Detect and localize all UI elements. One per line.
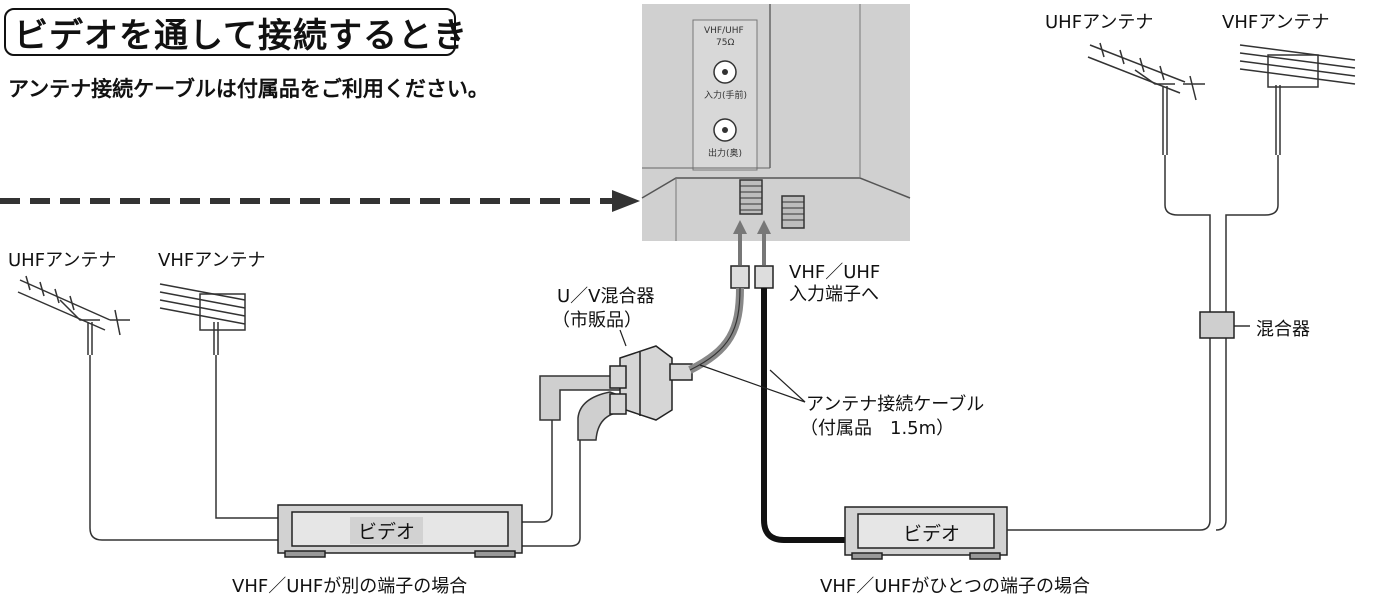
right-uhf-label: UHFアンテナ (1045, 12, 1154, 33)
right-wiring (1007, 155, 1279, 531)
dashed-arrow (0, 190, 640, 212)
left-vhf-label: VHFアンテナ (158, 250, 266, 271)
gray-cable (688, 287, 744, 374)
right-vcr-label: ビデオ (895, 519, 969, 546)
mixer-label-1: U／V混合器 (557, 286, 655, 307)
cable-plugs (730, 265, 774, 289)
cable-label-1: アンテナ接続ケーブル (806, 394, 985, 415)
mixer-label-2: （市販品） (552, 310, 642, 331)
panel-jack-label: VHF/UHF (704, 26, 744, 36)
page-title: ビデオを通して接続するとき (14, 16, 468, 56)
left-wiring (89, 355, 581, 547)
tv-back-panel (641, 4, 911, 241)
cable-leaders (699, 364, 806, 403)
left-caption: VHF／UHFが別の端子の場合 (232, 576, 468, 597)
left-vhf-antenna-icon (159, 283, 246, 355)
right-mixer-label: 混合器 (1256, 319, 1310, 340)
right-caption: VHF／UHFがひとつの端子の場合 (820, 576, 1091, 597)
left-uhf-label: UHFアンテナ (8, 250, 117, 271)
left-uhf-antenna-icon (17, 275, 130, 355)
connect-arrows (733, 220, 771, 265)
cable-label-2: （付属品 1.5m） (800, 418, 955, 439)
panel-impedance: 75Ω (716, 38, 735, 48)
right-vhf-label: VHFアンテナ (1222, 12, 1330, 33)
terminal-label-2: 入力端子へ (789, 284, 879, 305)
page-subtitle: アンテナ接続ケーブルは付属品をご利用ください。 (8, 77, 489, 101)
panel-input-label: 入力(手前) (704, 91, 748, 101)
right-vhf-antenna-icon (1239, 44, 1356, 155)
panel-output-label: 出力(奥) (708, 149, 743, 159)
uv-mixer-icon (609, 345, 693, 421)
title-frame (4, 8, 456, 56)
right-mixer-icon (1199, 311, 1235, 339)
terminal-label-1: VHF／UHF (789, 262, 881, 283)
right-uhf-antenna-icon (1087, 42, 1205, 155)
black-cable (761, 288, 845, 543)
left-vcr-label: ビデオ (350, 517, 424, 544)
